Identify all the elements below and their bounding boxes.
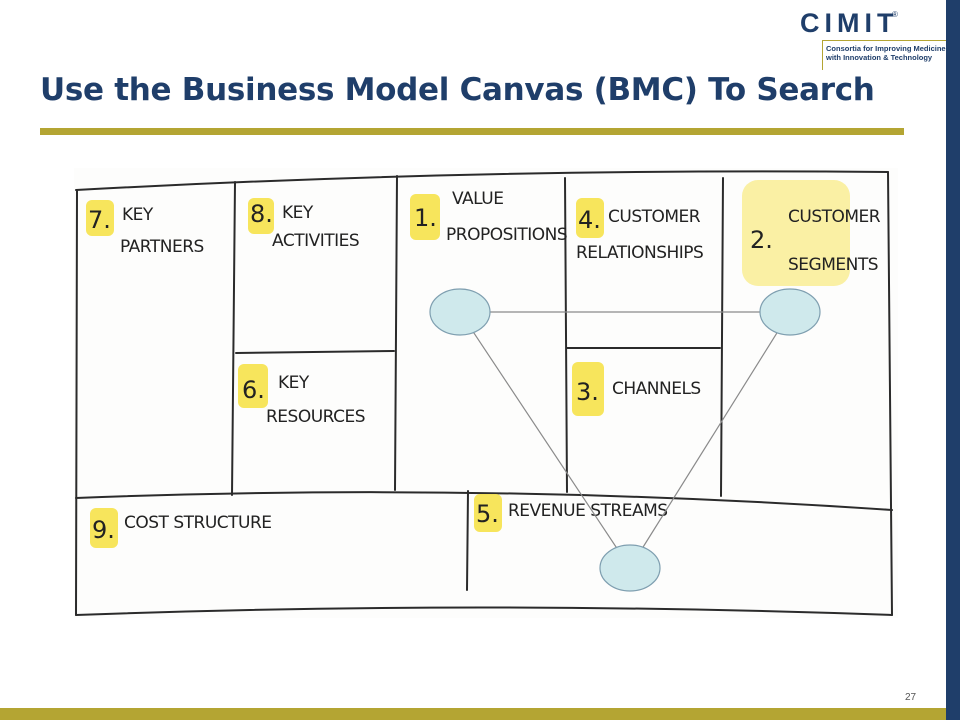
right-border	[887, 171, 893, 616]
block-revenue-streams: 5. REVENUE STREAMS	[476, 500, 668, 528]
bottom-accent-bar	[0, 708, 946, 720]
right-accent-bar	[946, 0, 960, 720]
slide-title: Use the Business Model Canvas (BMC) To S…	[40, 72, 875, 108]
block-key-partners: 7. KEY PARTNERS	[88, 205, 204, 257]
canvas-grid-lines	[75, 170, 893, 616]
block-label-line1: CUSTOMER	[788, 207, 881, 227]
node-customer-segments	[759, 288, 821, 336]
block-label-line1: KEY	[282, 203, 314, 223]
cimit-logo: CIMIT ® Consortia for Improving Medicine…	[796, 8, 946, 70]
divider-activities-resources	[235, 350, 395, 354]
logo-rule-horizontal	[822, 40, 946, 41]
block-number: 5.	[476, 500, 499, 528]
highlight-9	[90, 508, 118, 548]
divider-relationships-segments	[720, 177, 724, 497]
block-number: 8.	[250, 200, 273, 228]
highlight-8	[248, 198, 274, 234]
block-channels: 3. CHANNELS	[576, 378, 701, 406]
left-border	[75, 189, 78, 616]
block-label-line2: RELATIONSHIPS	[576, 243, 703, 263]
triangle-connectors	[459, 311, 791, 569]
business-model-canvas: 7. KEY PARTNERS 8. KEY ACTIVITIES 1. VAL…	[74, 168, 898, 618]
highlight-7	[86, 200, 114, 236]
connector-value-revenue	[459, 311, 631, 569]
middle-separator	[75, 491, 893, 511]
block-label-line2: RESOURCES	[266, 407, 365, 427]
block-number: 3.	[576, 378, 599, 406]
block-label-line2: ACTIVITIES	[272, 231, 359, 251]
logo-tagline-line1: Consortia for Improving Medicine	[826, 44, 946, 53]
block-key-resources: 6. KEY RESOURCES	[242, 373, 366, 427]
highlight-1	[410, 194, 440, 240]
divider-cost-revenue	[466, 490, 469, 591]
divider-partners-activities	[231, 181, 236, 496]
connector-segments-revenue	[629, 311, 791, 569]
block-label-line2: PROPOSITIONS	[446, 225, 567, 245]
canvas-background	[74, 168, 898, 618]
page-number: 27	[905, 692, 917, 703]
highlight-3	[572, 362, 604, 416]
title-underline	[40, 128, 904, 135]
node-value-propositions	[429, 288, 491, 336]
block-number: 6.	[242, 376, 265, 404]
block-label-line1: REVENUE STREAMS	[508, 501, 668, 521]
divider-activities-value	[394, 175, 398, 491]
top-border	[75, 170, 889, 191]
block-number: 7.	[88, 206, 111, 234]
highlight-4	[576, 198, 604, 238]
bottom-border	[75, 606, 893, 616]
highlight-5	[474, 494, 502, 532]
highlight-2	[742, 180, 850, 286]
block-label-line1: CUSTOMER	[608, 207, 701, 227]
block-label-line1: CHANNELS	[612, 379, 701, 399]
block-label-line1: KEY	[122, 205, 154, 225]
registered-mark: ®	[892, 10, 898, 19]
divider-value-relationships	[564, 177, 568, 493]
block-number: 2.	[750, 226, 773, 254]
block-customer-relationships: 4. CUSTOMER RELATIONSHIPS	[576, 206, 704, 263]
block-number: 4.	[578, 206, 601, 234]
block-label-line1: KEY	[278, 373, 310, 393]
block-value-propositions: 1. VALUE PROPOSITIONS	[414, 189, 568, 245]
highlight-6	[238, 364, 268, 408]
logo-tagline-line2: with Innovation & Technology	[826, 53, 933, 62]
logo-wordmark: CIMIT	[800, 8, 899, 38]
block-number: 9.	[92, 516, 115, 544]
block-customer-segments: 2. CUSTOMER SEGMENTS	[750, 207, 881, 275]
block-label-line1: VALUE	[452, 189, 503, 209]
logo-rule-vertical	[822, 40, 823, 70]
block-key-activities: 8. KEY ACTIVITIES	[250, 200, 360, 251]
block-label-line1: COST STRUCTURE	[124, 513, 272, 533]
logo-tagline: Consortia for Improving Medicine with In…	[826, 44, 946, 62]
node-revenue-streams	[599, 544, 661, 592]
block-label-line2: SEGMENTS	[788, 255, 878, 275]
number-highlights	[86, 180, 850, 548]
block-cost-structure: 9. COST STRUCTURE	[92, 513, 272, 544]
block-label-line2: PARTNERS	[120, 237, 204, 257]
block-number: 1.	[414, 204, 437, 232]
